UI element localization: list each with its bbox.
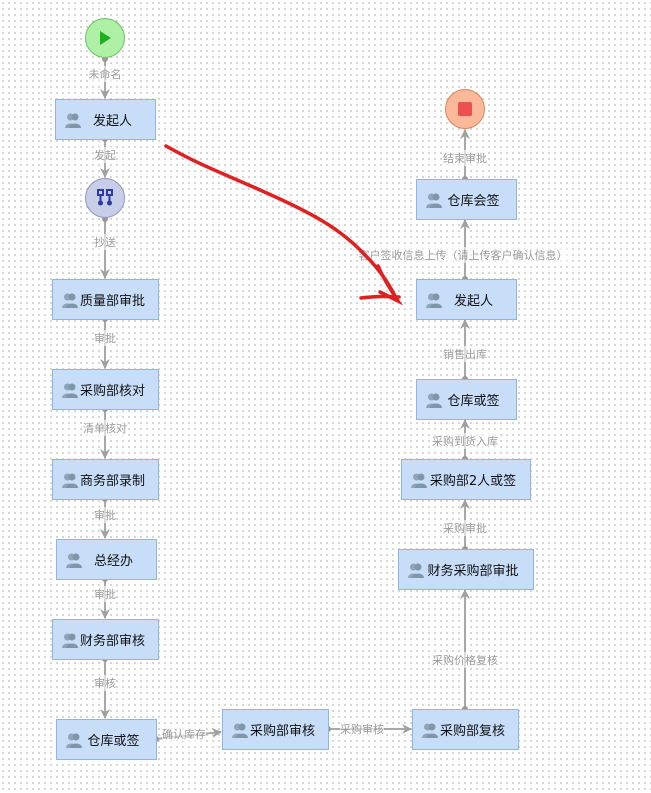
users-icon (232, 723, 248, 738)
edge-label: 结束审批 (443, 150, 487, 166)
edge-label: 采购价格复核 (432, 652, 498, 668)
edge-label: 审批 (94, 586, 116, 602)
users-icon (66, 733, 82, 748)
start-event[interactable] (85, 18, 125, 58)
task-quality-approval[interactable]: 质量部审批 (52, 279, 159, 320)
task-finance-purchase[interactable]: 财务采购部审批 (398, 549, 534, 590)
end-event[interactable] (445, 89, 485, 129)
task-purchase-two-or[interactable]: 采购部2人或签 (401, 459, 531, 500)
task-label: 采购部复核 (439, 724, 505, 739)
task-purchase-review[interactable]: 采购部审核 (222, 709, 329, 750)
task-label: 总经办 (93, 554, 133, 569)
task-warehouse-or-left[interactable]: 仓库或签 (56, 719, 157, 760)
edge-label: 采购审核 (340, 721, 384, 737)
task-warehouse-countersign[interactable]: 仓库会签 (416, 179, 517, 220)
edge-label: 客户签收信息上传（请上传客户确认信息） (358, 247, 568, 263)
task-general-manager[interactable]: 总经办 (56, 539, 157, 580)
task-label: 财务部审核 (79, 634, 145, 649)
task-label: 仓库或签 (447, 394, 500, 409)
edge-label: 确认库存 (162, 726, 206, 742)
users-icon (62, 293, 78, 308)
task-label: 仓库会签 (447, 194, 500, 209)
task-label: 采购部审核 (249, 724, 315, 739)
users-icon (426, 193, 442, 208)
users-icon (408, 563, 424, 578)
edge-label: 抄送 (94, 234, 116, 250)
edge-label: 销售出库 (443, 346, 487, 362)
users-icon (62, 633, 78, 648)
task-label: 质量部审批 (79, 294, 145, 309)
task-label: 发起人 (453, 294, 493, 309)
users-icon (411, 473, 427, 488)
users-icon (426, 393, 442, 408)
task-label: 财务采购部审批 (427, 564, 519, 579)
task-label: 商务部录制 (79, 474, 145, 489)
edge-label: 采购到货入库 (432, 433, 498, 449)
play-icon (100, 31, 111, 45)
task-commerce-entry[interactable]: 商务部录制 (52, 459, 159, 500)
stop-icon (458, 102, 472, 116)
edge-label: 审核 (94, 675, 116, 691)
edge-label: 清单核对 (83, 420, 127, 436)
gateway-icon (97, 189, 113, 206)
task-initiator[interactable]: 发起人 (55, 99, 156, 140)
task-purchase-recheck[interactable]: 采购部复核 (412, 709, 519, 750)
edge-label: 发起 (94, 147, 116, 163)
users-icon (62, 473, 78, 488)
edge-label: 审批 (94, 330, 116, 346)
edge-label: 审批 (94, 507, 116, 523)
users-icon (62, 383, 78, 398)
task-label: 采购部2人或签 (429, 474, 517, 489)
cc-gateway[interactable] (85, 178, 125, 218)
users-icon (422, 723, 438, 738)
task-finance-review[interactable]: 财务部审核 (52, 619, 159, 660)
task-warehouse-or-right[interactable]: 仓库或签 (416, 379, 517, 420)
task-initiator-right[interactable]: 发起人 (416, 279, 517, 320)
task-label: 采购部核对 (79, 384, 145, 399)
users-icon (65, 113, 81, 128)
users-icon (66, 553, 82, 568)
edge-label: 采购审批 (443, 520, 487, 536)
task-label: 仓库或签 (87, 734, 140, 749)
task-purchase-check[interactable]: 采购部核对 (52, 369, 159, 410)
edge-label: 未命名 (88, 66, 122, 82)
task-label: 发起人 (92, 114, 132, 129)
users-icon (426, 293, 442, 308)
